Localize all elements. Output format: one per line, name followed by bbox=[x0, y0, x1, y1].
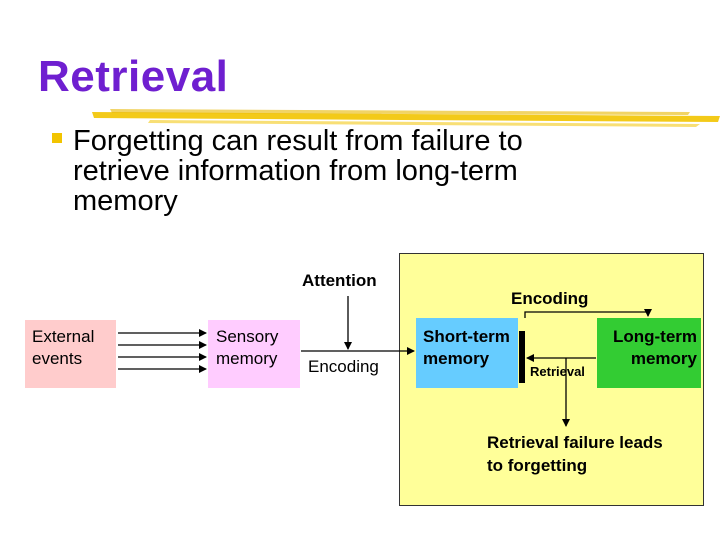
long-term-memory-label: Long-term memory bbox=[612, 327, 697, 368]
short-term-memory-label: Short-term memory bbox=[423, 327, 510, 368]
encoding-label-long-term: Encoding bbox=[511, 289, 589, 308]
retrieval-barrier-bar bbox=[519, 331, 525, 383]
bullet-text: Forgetting can result from failure to re… bbox=[73, 125, 523, 217]
sensory-memory-box bbox=[208, 320, 300, 388]
long-term-memory-box bbox=[597, 318, 701, 388]
slide-title: Retrieval bbox=[38, 52, 229, 101]
external-events-label: External events bbox=[32, 327, 95, 368]
encoding-arrow bbox=[524, 309, 652, 318]
external-events-box bbox=[25, 320, 116, 388]
sensory-memory-label: Sensory memory bbox=[216, 327, 279, 368]
retrieval-failure-label: Retrieval failure leads to forgetting bbox=[487, 433, 663, 475]
encoding-label-sensory: Encoding bbox=[308, 357, 379, 376]
retrieval-label: Retrieval bbox=[530, 364, 585, 379]
short-term-memory-box bbox=[416, 318, 518, 388]
bullet-marker-icon bbox=[52, 133, 62, 143]
attention-label: Attention bbox=[302, 271, 377, 290]
title-underline-brushstroke bbox=[92, 109, 720, 127]
